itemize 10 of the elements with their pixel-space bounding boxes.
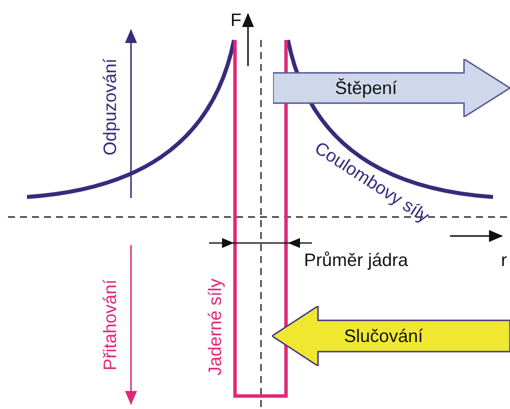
dimension-label: Průměr jádra — [304, 250, 408, 270]
arrow-label: Štěpení — [335, 78, 398, 98]
axis-label: F — [230, 10, 242, 30]
block-arrow — [273, 59, 510, 117]
arrow-label: Slučování — [344, 326, 424, 346]
block-arrow — [272, 306, 510, 366]
axis-label: r — [501, 250, 507, 270]
curve-label: Jaderné síly — [205, 278, 225, 376]
force-label: Přitahování — [100, 279, 120, 371]
force-label: Odpuzování — [100, 58, 120, 156]
